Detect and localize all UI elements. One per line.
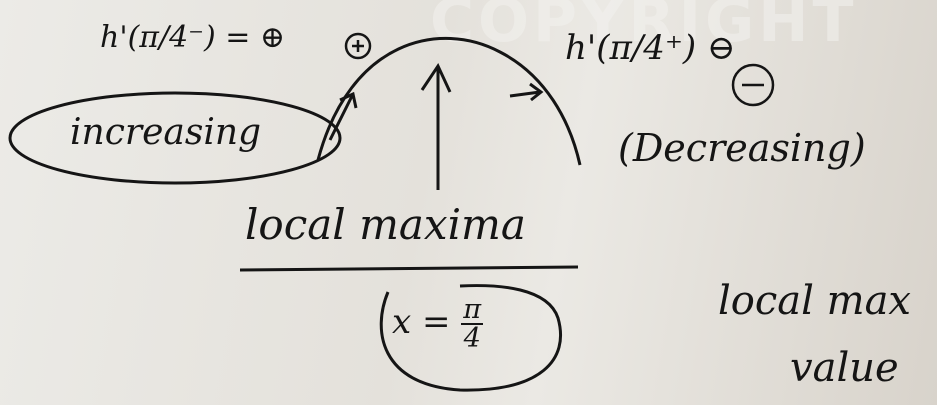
x-lhs: x = (392, 302, 450, 342)
decreasing-label: (Decreasing) (618, 126, 866, 170)
local-maxima-underline (240, 267, 578, 270)
left-derivative-label: h'(π/4⁻) = ⊕ (100, 20, 285, 55)
x-fraction: π 4 (461, 296, 483, 352)
x-value: x = π 4 (392, 296, 483, 352)
local-maxima-label: local maxima (245, 200, 526, 249)
right-derivative-label: h'(π/4⁺) ⊖ (565, 28, 735, 68)
x-fraction-denominator: 4 (464, 325, 481, 352)
local-max-value-line2: value (790, 345, 899, 391)
right-slope-arrow (510, 84, 541, 100)
local-max-value-line1: local max (718, 278, 911, 324)
increasing-label: increasing (70, 112, 261, 153)
plus-sign (352, 40, 364, 52)
x-fraction-numerator: π (461, 296, 483, 325)
vertical-arrow-head (422, 66, 450, 92)
